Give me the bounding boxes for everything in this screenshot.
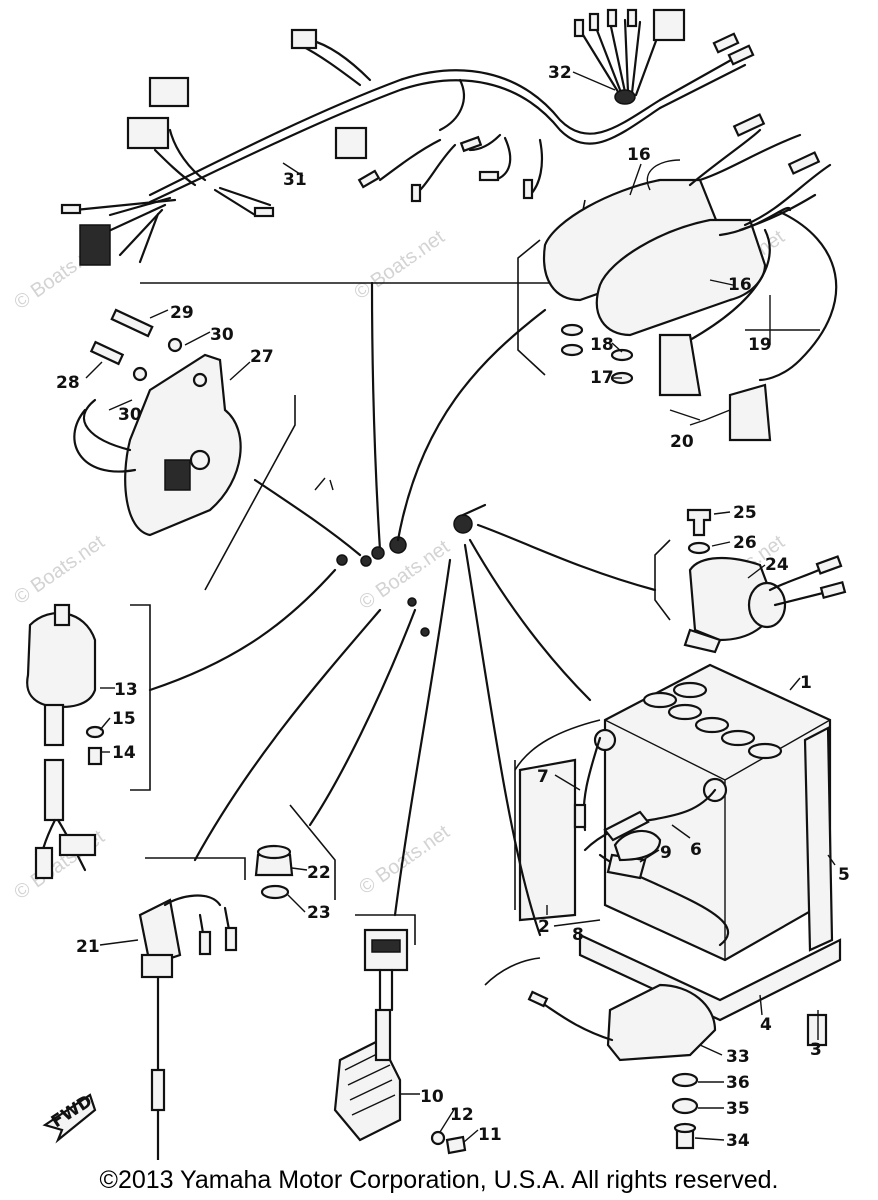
callout-30-lower: 30 [118,405,142,425]
callout-23: 23 [307,903,331,923]
flasher-relay [26,568,337,880]
callout-11: 11 [478,1125,502,1145]
callout-25: 25 [733,503,757,523]
fwd-arrow: FWD [42,1091,97,1144]
wire-harness [60,8,755,552]
callout-2: 2 [538,917,550,937]
regulator [333,558,467,1155]
callout-24: 24 [765,555,789,575]
callout-36: 36 [726,1073,750,1093]
callout-3: 3 [810,1040,822,1060]
callout-33: 33 [726,1047,750,1067]
taillight-relay [484,957,717,1150]
watermark: © Boats.net [10,531,109,609]
watermark: © Boats.net [350,226,449,304]
callout-29: 29 [170,303,194,323]
battery-assembly [463,538,842,1047]
callout-18: 18 [590,335,614,355]
callout-27: 27 [250,347,274,367]
callout-14: 14 [112,743,136,763]
callout-28: 28 [56,373,80,393]
callout-7: 7 [537,767,549,787]
callout-leaders [85,71,836,1143]
ignition-coils [517,113,838,442]
callout-4: 4 [760,1015,772,1035]
callout-26: 26 [733,533,757,553]
rectifier-assembly [73,308,362,591]
callout-13: 13 [114,680,138,700]
callout-35: 35 [726,1099,750,1119]
callout-21: 21 [76,937,100,957]
callout-31: 31 [283,170,307,190]
watermark: © Boats.net [355,821,454,899]
junction-point [314,308,547,637]
callout-labels: 1 2 3 4 5 6 7 8 9 10 11 12 13 14 15 16 1… [56,63,850,1151]
callout-32: 32 [548,63,572,83]
neutral-switch [138,608,382,1160]
callout-6: 6 [690,840,702,860]
callout-10: 10 [420,1087,444,1107]
callout-15: 15 [112,709,136,729]
callout-5: 5 [838,865,850,885]
callout-17: 17 [590,368,614,388]
callout-8: 8 [572,925,584,945]
callout-12: 12 [450,1105,474,1125]
starter-relay [476,508,847,654]
callout-22: 22 [307,863,331,883]
wiring-diagram: © Boats.net © Boats.net © Boats.net © Bo… [10,8,850,1160]
callout-16-upper: 16 [627,145,651,165]
callout-30-upper: 30 [210,325,234,345]
callout-20: 20 [670,432,694,452]
copyright-notice: ©2013 Yamaha Motor Corporation, U.S.A. A… [99,1166,779,1194]
callout-19: 19 [748,335,772,355]
callout-9: 9 [660,843,672,863]
horn-button [254,608,417,900]
callout-34: 34 [726,1131,750,1151]
callout-1: 1 [800,673,812,693]
callout-16-lower: 16 [728,275,752,295]
